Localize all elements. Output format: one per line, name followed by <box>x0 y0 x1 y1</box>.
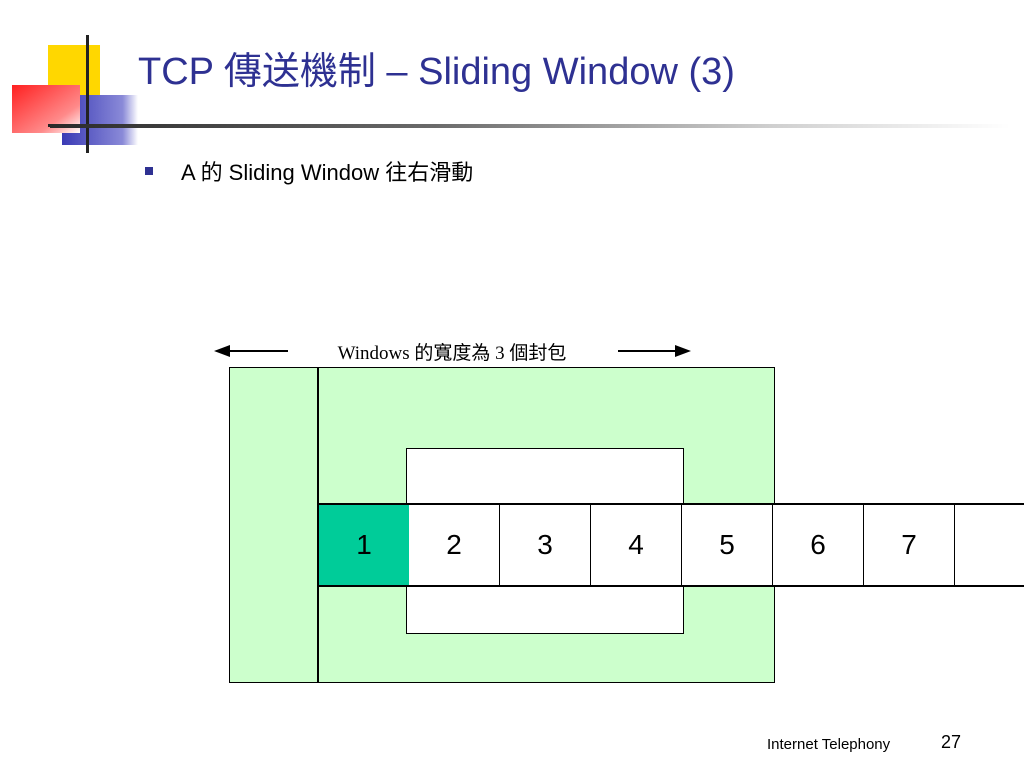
packet-cell-7: 7 <box>864 505 956 585</box>
bullet-item: A 的 Sliding Window 往右滑動 <box>145 155 473 187</box>
packet-cell-2: 2 <box>409 505 501 585</box>
bullet-text: A 的 Sliding Window 往右滑動 <box>181 160 474 185</box>
packet-cell-1: 1 <box>319 505 411 585</box>
vertical-line-decoration <box>86 35 89 153</box>
packet-cell-5: 5 <box>682 505 774 585</box>
right-arrowhead-icon <box>675 345 691 357</box>
footer-text: Internet Telephony <box>767 736 891 753</box>
packet-cell-6: 6 <box>773 505 865 585</box>
packet-row <box>317 503 1024 587</box>
bullet-square-icon <box>145 167 153 175</box>
packet-cell-4: 4 <box>591 505 683 585</box>
slide-title: TCP 傳送機制 – Sliding Window (3) <box>138 51 735 93</box>
window-width-arrows <box>214 345 691 357</box>
page-number: 27 <box>941 732 962 752</box>
window-width-label: Windows 的寬度為 3 個封包 <box>288 335 616 367</box>
title-divider <box>50 124 1010 128</box>
packet-cell-8 <box>955 505 1024 585</box>
packet-cell-3: 3 <box>500 505 592 585</box>
left-arrowhead-icon <box>214 345 230 357</box>
